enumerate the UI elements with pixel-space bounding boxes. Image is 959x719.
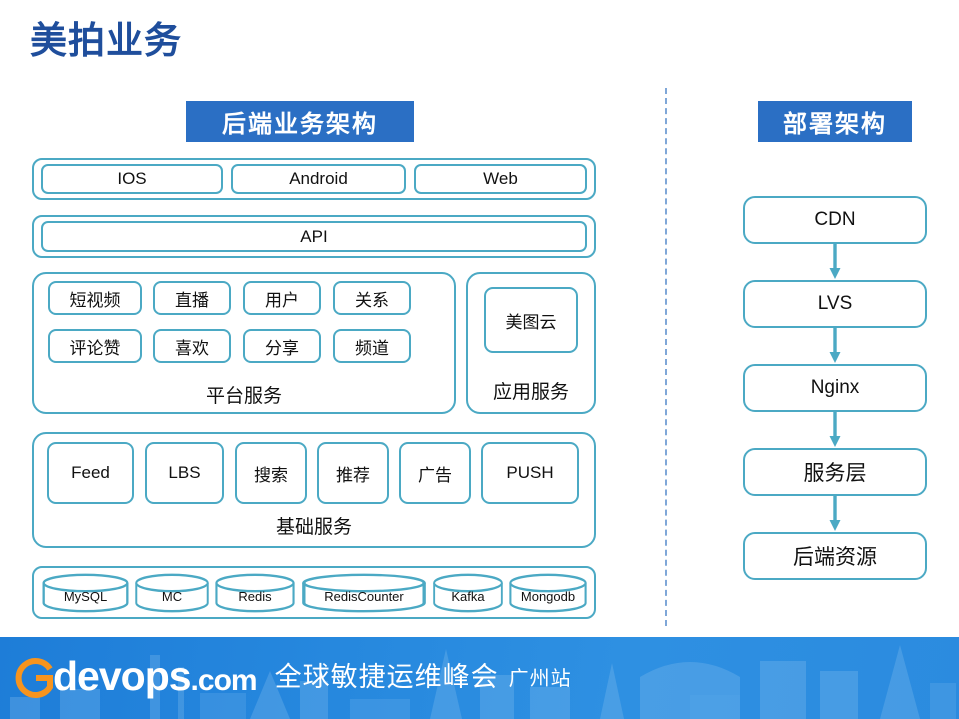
storage-cylinder-redis[interactable]: Redis (214, 573, 296, 613)
platform-tile-comment-like[interactable]: 评论赞 (48, 329, 142, 363)
platform-tile-channel[interactable]: 频道 (333, 329, 411, 363)
platform-tile-live[interactable]: 直播 (153, 281, 231, 315)
storage-label: RedisCounter (324, 589, 404, 604)
application-service-caption: 应用服务 (492, 382, 569, 403)
column-divider (665, 88, 667, 626)
backend-architecture-banner: 后端业务架构 (186, 101, 414, 142)
deployment-node-nginx[interactable]: Nginx (743, 364, 927, 412)
platform-tile-short-video[interactable]: 短视频 (48, 281, 142, 315)
basic-tile-search[interactable]: 搜索 (235, 442, 307, 504)
arrow-down-icon-nginx-service (829, 412, 841, 447)
database-icon (135, 573, 209, 613)
storage-label: MC (161, 589, 183, 604)
client-box-web[interactable]: Web (414, 164, 587, 194)
client-box-android[interactable]: Android (231, 164, 406, 194)
database-icon (433, 573, 503, 613)
storage-label: MySQL (63, 589, 108, 604)
logo-tld: .com (190, 663, 258, 697)
basic-service-caption: 基础服务 (275, 517, 352, 538)
database-icon (215, 573, 295, 613)
storage-cylinder-kafka[interactable]: Kafka (432, 573, 504, 613)
skyline-graphic (10, 645, 956, 719)
storage-cylinder-mongodb[interactable]: Mongodb (508, 573, 588, 613)
storage-cylinder-mysql[interactable]: MySQL (41, 573, 130, 613)
database-icon (302, 573, 426, 613)
storage-label: Kafka (451, 589, 485, 604)
api-box[interactable]: API (41, 221, 587, 252)
basic-tile-advertising[interactable]: 广告 (399, 442, 471, 504)
arrow-down-icon-lvs-nginx (829, 328, 841, 363)
deployment-architecture-banner: 部署架构 (758, 101, 912, 142)
storage-cylinder-mc[interactable]: MC (134, 573, 210, 613)
platform-tile-user[interactable]: 用户 (243, 281, 321, 315)
deployment-node-service-layer[interactable]: 服务层 (743, 448, 927, 496)
page-title: 美拍业务 (30, 20, 182, 61)
footer-slogan: 全球敏捷运维峰会 (274, 662, 499, 693)
basic-tile-lbs[interactable]: LBS (145, 442, 224, 504)
footer-slogan-city: 广州站 (508, 666, 572, 690)
deployment-node-backend-resource[interactable]: 后端资源 (743, 532, 927, 580)
arrow-down-icon-service-backend (829, 496, 841, 531)
platform-service-caption: 平台服务 (205, 386, 282, 407)
arrow-down-icon-cdn-lvs (829, 244, 841, 279)
gdevops-logo-text: devops.com (53, 652, 258, 703)
basic-tile-push[interactable]: PUSH (481, 442, 579, 504)
gdevops-logo-g-icon (15, 658, 53, 698)
platform-tile-favorite[interactable]: 喜欢 (153, 329, 231, 363)
basic-tile-feed[interactable]: Feed (47, 442, 134, 504)
storage-cylinder-rediscounter[interactable]: RedisCounter (300, 573, 428, 613)
basic-tile-recommend[interactable]: 推荐 (317, 442, 389, 504)
app-tile-meitu-cloud[interactable]: 美图云 (484, 287, 578, 353)
database-icon (42, 573, 129, 613)
platform-tile-share[interactable]: 分享 (243, 329, 321, 363)
client-box-ios[interactable]: IOS (41, 164, 223, 194)
deployment-node-cdn[interactable]: CDN (743, 196, 927, 244)
database-icon (509, 573, 587, 613)
footer-banner: devops.com 全球敏捷运维峰会 广州站 (0, 637, 959, 719)
deployment-node-lvs[interactable]: LVS (743, 280, 927, 328)
platform-tile-relation[interactable]: 关系 (333, 281, 411, 315)
storage-label: Redis (238, 589, 272, 604)
storage-label: Mongodb (520, 589, 576, 604)
logo-word: devops (53, 652, 192, 699)
